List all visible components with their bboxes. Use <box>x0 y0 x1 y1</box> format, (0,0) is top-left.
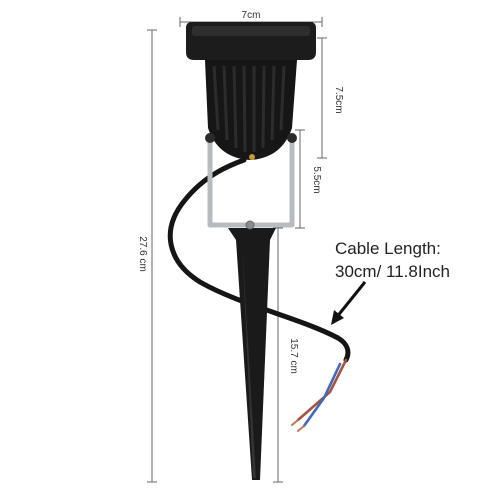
ground-spike <box>228 228 276 480</box>
power-cable <box>167 157 351 432</box>
cable-length-value: 30cm/ 11.8Inch <box>335 262 450 281</box>
mounting-bracket <box>207 140 295 230</box>
head-height-label: 7.5cm <box>333 86 344 113</box>
cable-arrow <box>331 281 367 325</box>
bracket-height-label: 5.5cm <box>311 166 322 193</box>
cable-length-title: Cable Length: <box>335 239 441 258</box>
total-height-label: 27.6 cm <box>137 236 148 272</box>
dimension-lines <box>147 17 327 483</box>
spike-length-label: 15.7 cm <box>288 338 299 374</box>
top-width-label: 7cm <box>242 10 261 21</box>
lamp-head <box>186 22 316 160</box>
